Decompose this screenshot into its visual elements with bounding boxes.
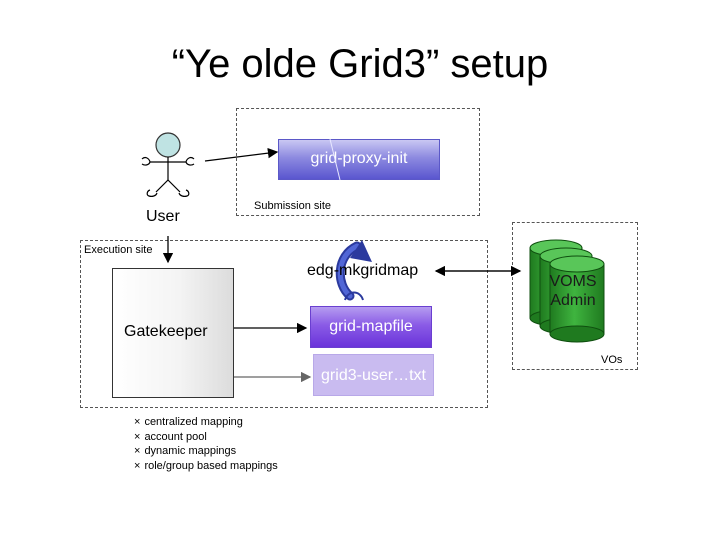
- notes-list: centralized mapping account pool dynamic…: [134, 415, 278, 474]
- vos-caption: VOs: [601, 354, 623, 366]
- submission-site-box: [236, 108, 480, 216]
- refresh-cycle-icon: [335, 240, 372, 301]
- grid3-user-txt-box[interactable]: grid3-user…txt: [313, 354, 434, 396]
- execution-site-caption: Execution site: [84, 244, 155, 256]
- edg-mkgridmap-label: edg-mkgridmap: [307, 262, 419, 279]
- note-item: dynamic mappings: [134, 444, 278, 459]
- vos-box: [512, 222, 638, 370]
- user-figure-icon: [141, 132, 195, 197]
- note-item: role/group based mappings: [134, 459, 277, 474]
- note-item: account pool: [134, 430, 278, 445]
- slide-title: “Ye olde Grid3” setup: [171, 42, 549, 86]
- grid-proxy-init-label: grid-proxy-init: [310, 150, 408, 167]
- grid-mapfile-box[interactable]: grid-mapfile: [310, 306, 432, 348]
- gatekeeper-label: Gatekeeper: [124, 323, 208, 340]
- note-item: centralized mapping: [134, 415, 278, 430]
- arrow-user-to-proxy: [204, 147, 279, 162]
- gatekeeper-box[interactable]: [112, 268, 234, 398]
- submission-site-caption: Submission site: [254, 200, 332, 212]
- grid-mapfile-label: grid-mapfile: [329, 318, 413, 335]
- proxy-box-slash: [329, 138, 341, 181]
- voms-database-icon: [529, 239, 605, 343]
- execution-site-box: [80, 240, 488, 408]
- user-label: User: [146, 208, 180, 225]
- voms-admin-label: VOMS Admin: [549, 273, 597, 309]
- grid3-user-txt-label: grid3-user…txt: [321, 367, 426, 384]
- grid-proxy-init-box[interactable]: grid-proxy-init: [278, 139, 440, 180]
